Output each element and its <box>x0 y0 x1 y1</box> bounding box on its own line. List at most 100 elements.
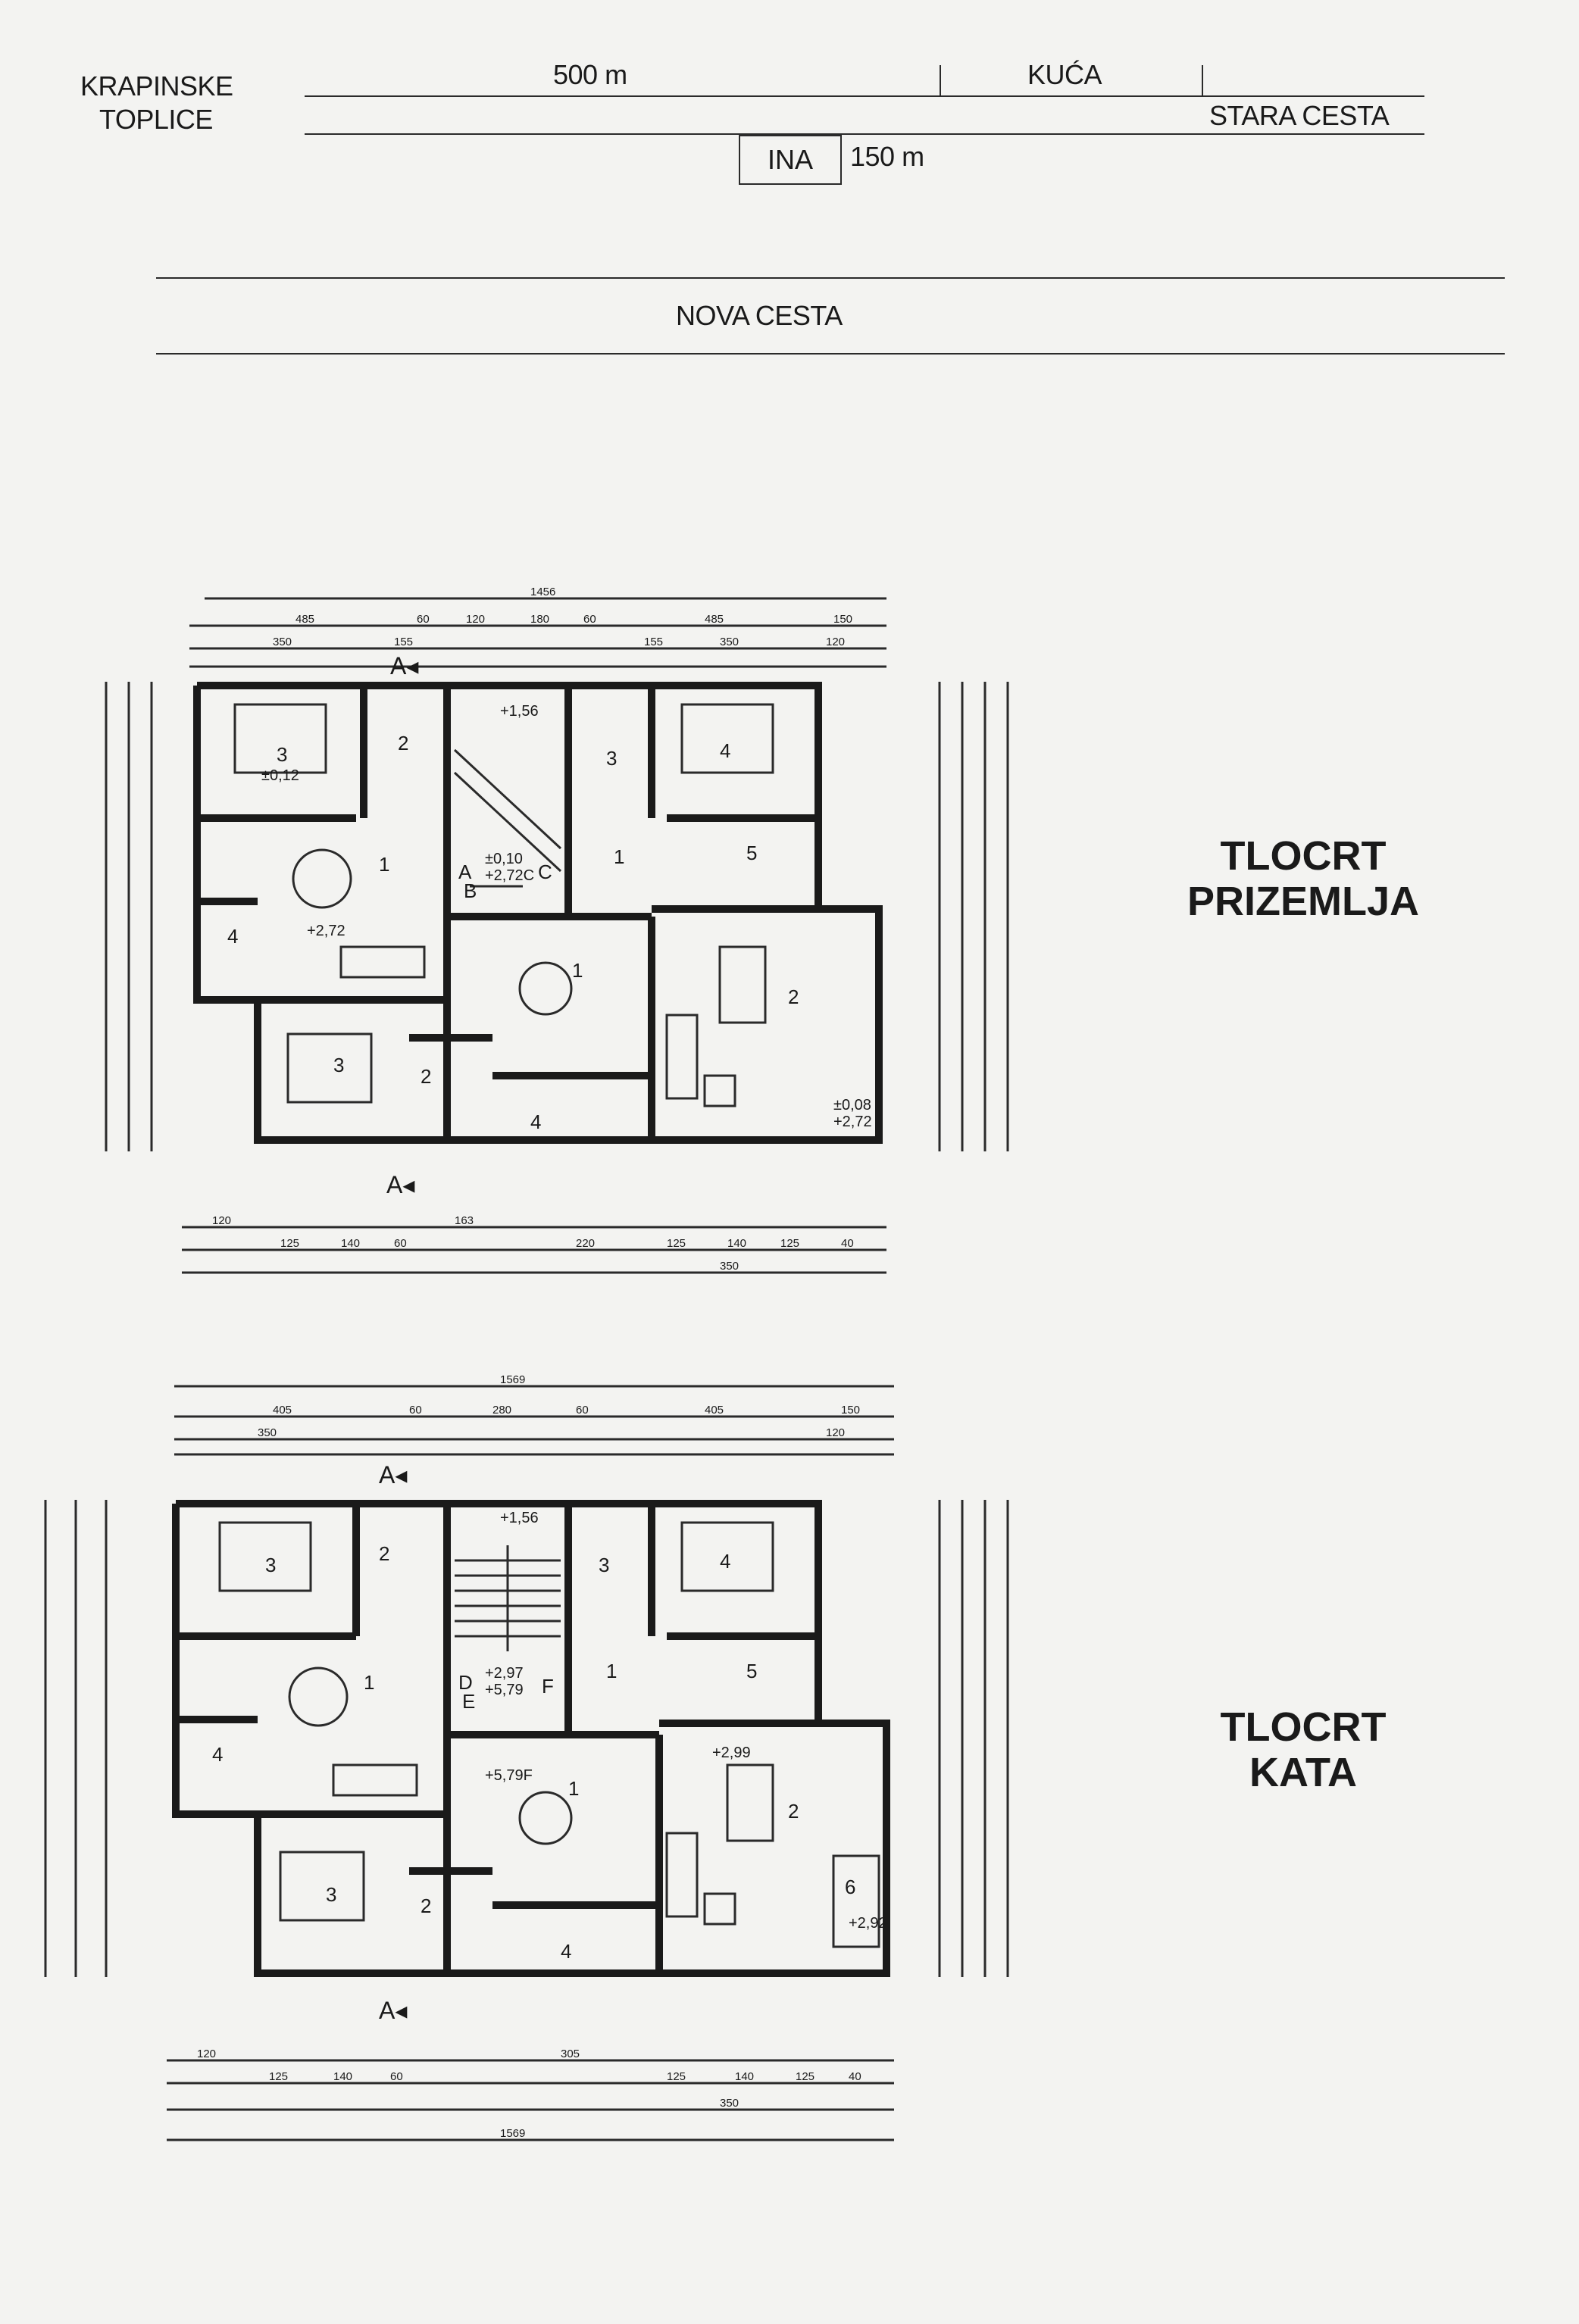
ground-floor-title-1: TLOCRT <box>1220 833 1387 879</box>
gf-level-4: ±0,10 <box>485 851 523 867</box>
uf-level-2: +2,97 <box>485 1665 524 1682</box>
gf-room-4a: 4 <box>227 925 238 948</box>
gf-room-5: 5 <box>746 842 757 864</box>
gf-dim-top-13: 120 <box>826 636 845 648</box>
town-line-1: KRAPINSKE <box>80 70 233 102</box>
gf-dim-top-6: 60 <box>583 613 596 626</box>
gf-room-4c: 4 <box>530 1110 541 1133</box>
new-road-line-bottom <box>156 353 1505 355</box>
uf-dim-top-7: 150 <box>841 1404 860 1417</box>
gf-dim-bottom-1: 120 <box>212 1214 231 1227</box>
gf-dim-bottom-4: 60 <box>394 1237 407 1250</box>
gf-dim-top-5: 180 <box>530 613 549 626</box>
uf-dim-top-9: 120 <box>826 1426 845 1439</box>
gf-section-marker-top: A◂ <box>390 652 418 679</box>
gf-room-1b: 1 <box>614 845 624 868</box>
uf-level-5: +5,79F <box>485 1767 533 1784</box>
uf-dim-bottom-4: 60 <box>390 2070 403 2083</box>
gf-dim-top-12: 350 <box>720 636 739 648</box>
new-road-line-top <box>156 277 1505 279</box>
gf-room-a: A <box>458 861 472 883</box>
gf-dim-top-8: 150 <box>833 613 852 626</box>
gf-level-1: +1,56 <box>500 703 539 720</box>
uf-room-3c: 3 <box>599 1554 609 1576</box>
gf-dim-top-10: 155 <box>394 636 413 648</box>
uf-room-e: E <box>462 1690 475 1713</box>
uf-level-6: +2,92 <box>849 1915 887 1932</box>
uf-room-1c: 1 <box>568 1777 579 1800</box>
uf-dim-top-4: 280 <box>492 1404 511 1417</box>
uf-room-2b: 2 <box>788 1800 799 1823</box>
gf-level-7: +2,72 <box>833 1114 872 1130</box>
uf-dim-bottom-7: 140 <box>735 2070 754 2083</box>
gf-dim-bottom-10: 40 <box>841 1237 854 1250</box>
gf-dim-bottom-6: 220 <box>576 1237 595 1250</box>
gf-room-1a: 1 <box>379 853 389 876</box>
uf-room-5: 5 <box>746 1660 757 1682</box>
distance-top-label: 500 m <box>553 59 627 90</box>
old-road-tick-1 <box>940 65 941 97</box>
uf-dim-top-2: 405 <box>273 1404 292 1417</box>
uf-dim-top-8: 350 <box>258 1426 277 1439</box>
gf-dim-bottom-2: 125 <box>280 1237 299 1250</box>
uf-section-marker-bottom: A◂ <box>379 1997 407 2024</box>
gf-room-3a: 3 <box>277 743 287 766</box>
uf-room-1a: 1 <box>364 1671 374 1694</box>
uf-dim-bottom-11: 1569 <box>500 2127 525 2140</box>
uf-room-6: 6 <box>845 1876 855 1898</box>
distance-ina-label: 150 m <box>850 141 924 172</box>
ina-box: INA <box>739 135 842 185</box>
uf-room-4c: 4 <box>561 1940 571 1963</box>
town-label: KRAPINSKE TOPLICE <box>80 70 233 136</box>
uf-dim-bottom-2: 125 <box>269 2070 288 2083</box>
uf-level-3: +5,79 <box>485 1682 524 1698</box>
uf-dim-top-3: 60 <box>409 1404 422 1417</box>
upper-floor-title: TLOCRT KATA <box>1152 1704 1455 1795</box>
gf-room-2b: 2 <box>788 986 799 1008</box>
gf-room-2a: 2 <box>398 732 408 754</box>
gf-dim-top-4: 120 <box>466 613 485 626</box>
uf-room-4a: 4 <box>212 1743 223 1766</box>
gf-level-2: ±0,12 <box>261 767 299 784</box>
gf-section-marker-bottom: A◂ <box>386 1171 414 1198</box>
uf-dim-top-6: 405 <box>705 1404 724 1417</box>
uf-room-3a: 3 <box>265 1554 276 1576</box>
gf-dim-top-11: 155 <box>644 636 663 648</box>
gf-dim-top-1: 1456 <box>530 586 555 598</box>
gf-dim-bottom-8: 140 <box>727 1237 746 1250</box>
town-line-2: TOPLICE <box>99 104 213 135</box>
ground-floor-title: TLOCRT PRIZEMLJA <box>1152 833 1455 924</box>
upper-floor-title-1: TLOCRT <box>1220 1704 1387 1750</box>
uf-dim-bottom-3: 140 <box>333 2070 352 2083</box>
uf-room-d: D <box>458 1671 473 1694</box>
gf-room-3b: 3 <box>333 1054 344 1076</box>
gf-level-6: ±0,08 <box>833 1097 871 1114</box>
uf-room-4b: 4 <box>720 1550 730 1573</box>
gf-room-2c: 2 <box>421 1065 431 1088</box>
uf-room-3b: 3 <box>326 1883 336 1906</box>
uf-level-4: +2,99 <box>712 1745 751 1761</box>
house-label: KUĆA <box>1027 59 1102 90</box>
gf-dim-bottom-9: 125 <box>780 1237 799 1250</box>
new-road-label: NOVA CESTA <box>676 300 843 331</box>
uf-room-2a: 2 <box>379 1542 389 1565</box>
uf-room-2c: 2 <box>421 1894 431 1917</box>
gf-room-1c: 1 <box>572 959 583 982</box>
gf-dim-bottom-5: 163 <box>455 1214 474 1227</box>
uf-dim-bottom-9: 40 <box>849 2070 861 2083</box>
gf-dim-bottom-3: 140 <box>341 1237 360 1250</box>
gf-dim-top-9: 350 <box>273 636 292 648</box>
uf-dim-bottom-10: 350 <box>720 2097 739 2110</box>
gf-dim-bottom-7: 125 <box>667 1237 686 1250</box>
uf-level-1: +1,56 <box>500 1510 539 1526</box>
uf-dim-bottom-5: 305 <box>561 2048 580 2060</box>
ground-floor-title-2: PRIZEMLJA <box>1187 879 1420 924</box>
uf-dim-bottom-1: 120 <box>197 2048 216 2060</box>
uf-room-f: F <box>542 1675 554 1698</box>
old-road-label: STARA CESTA <box>1209 100 1390 131</box>
uf-section-marker-top: A◂ <box>379 1461 407 1488</box>
gf-dim-top-3: 60 <box>417 613 430 626</box>
gf-dim-top-7: 485 <box>705 613 724 626</box>
